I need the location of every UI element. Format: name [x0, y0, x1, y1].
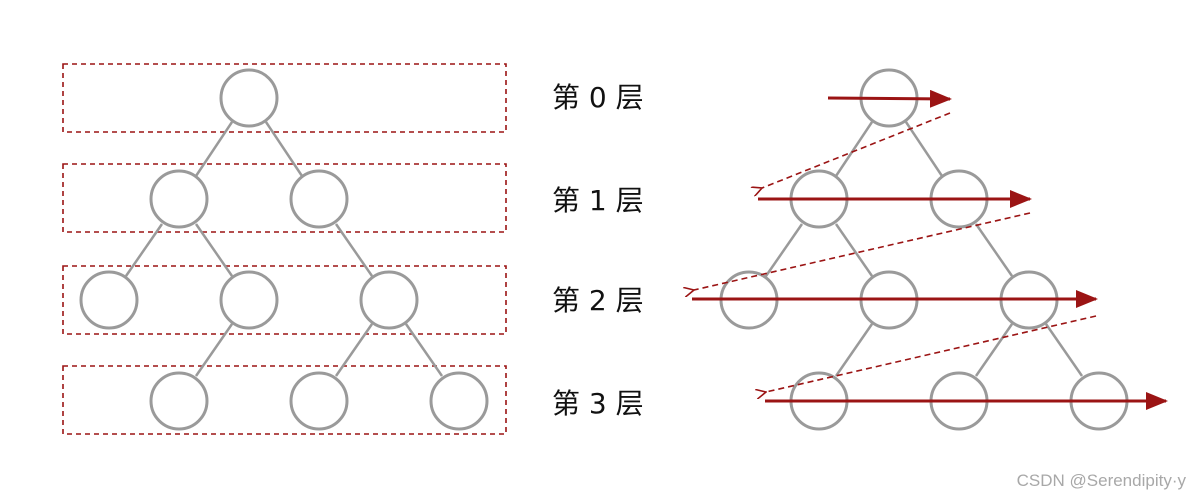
return-arrow-2-to-3	[766, 315, 1097, 392]
tree-node	[429, 371, 489, 431]
tree-node	[149, 169, 209, 229]
traversal-arrow-level-0	[827, 89, 952, 108]
left-tree-level-boxes	[62, 63, 507, 435]
tree-node	[79, 270, 139, 330]
tree-edge	[194, 323, 234, 377]
tree-edge	[904, 121, 944, 177]
return-arrow-1-to-2	[694, 212, 1031, 290]
tree-edge	[334, 323, 374, 377]
level-labels: 第 0 层 第 1 层 第 2 层 第 3 层	[552, 81, 644, 420]
tree-node	[289, 169, 349, 229]
level-label-1: 第 1 层	[552, 184, 644, 217]
tree-edge	[974, 223, 1014, 277]
tree-edge	[404, 323, 444, 377]
tree-node	[149, 371, 209, 431]
tree-edge	[834, 323, 874, 377]
tree-edge	[834, 223, 874, 277]
return-arrow-0-to-1	[762, 112, 951, 188]
tree-edge	[334, 223, 374, 277]
tree-edge	[1044, 323, 1084, 377]
tree-edge	[764, 223, 804, 277]
tree-node	[289, 371, 349, 431]
level-2-box	[62, 265, 507, 335]
tree-edge	[124, 223, 164, 277]
tree-node	[359, 270, 419, 330]
level-1-box	[62, 163, 507, 233]
tree-edge	[974, 323, 1014, 377]
level-label-2: 第 2 层	[552, 284, 644, 317]
tree-edge	[264, 121, 304, 177]
tree-edge	[834, 121, 874, 177]
tree-node	[219, 68, 279, 128]
left-tree-edges	[124, 121, 444, 377]
watermark: CSDN @Serendipity·y	[1016, 471, 1186, 490]
right-tree-edges	[764, 121, 1084, 377]
tree-edge	[194, 121, 234, 177]
level-0-box	[62, 63, 507, 133]
traversal-solid-arrows	[692, 89, 1168, 410]
traversal-return-arrows	[694, 112, 1097, 392]
tree-node	[219, 270, 279, 330]
level-label-3: 第 3 层	[552, 387, 644, 420]
tree-edge	[194, 223, 234, 277]
level-3-box	[62, 365, 507, 435]
right-tree-nodes	[719, 68, 1129, 431]
level-label-0: 第 0 层	[552, 81, 644, 114]
left-tree-nodes	[79, 68, 489, 431]
